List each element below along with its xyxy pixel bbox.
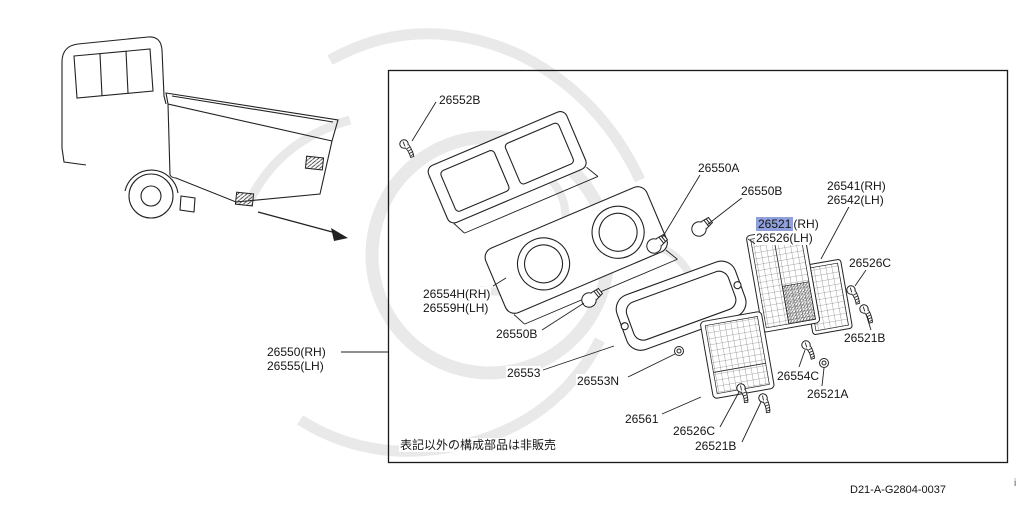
part-label-26555: 26555(LH) (267, 359, 324, 373)
part-label-26521-26526-block: 26521(RH) 26526(LH) (755, 217, 820, 245)
leader-lines (341, 101, 872, 443)
leader-line (661, 396, 702, 415)
washer-icon (819, 358, 829, 368)
housing-bracket (427, 111, 599, 234)
leader-line (865, 313, 872, 331)
leader-line (411, 101, 437, 142)
leader-line (821, 367, 825, 387)
part-label-26521B-bottom: 26521B (694, 439, 738, 453)
truck-sketch (61, 36, 339, 219)
part-label-26541: 26541(RH) (827, 179, 886, 193)
leader-line (719, 391, 740, 428)
part-label-26554H-26559H-block: 26554H(RH) 26559H(LH) (422, 287, 492, 315)
part-label-26521A: 26521A (806, 387, 850, 401)
grommet-icon (674, 346, 684, 356)
leader-line (854, 269, 867, 287)
part-label-26553N: 26553N (576, 374, 621, 388)
leader-line (627, 353, 676, 378)
part-label-26550-26555-block: 26550(RH) 26555(LH) (266, 345, 327, 373)
leader-line (820, 202, 852, 260)
non-sale-note: 表記以外の構成部品は非販売 (399, 438, 558, 452)
part-label-26542: 26542(LH) (827, 193, 884, 207)
part-label-26550: 26550(RH) (267, 345, 326, 359)
page-marker: i (1013, 477, 1018, 491)
leader-line (706, 196, 744, 226)
screw-icon (755, 391, 776, 415)
part-label-26553: 26553 (506, 366, 542, 380)
part-label-26521B-right: 26521B (843, 331, 887, 345)
screw-icon (856, 302, 879, 325)
lamp-housing (484, 186, 678, 325)
part-label-26526: 26526(LH) (756, 231, 813, 245)
parts-box-outline (387, 69, 1009, 464)
part-label-26561: 26561 (624, 412, 660, 426)
main-lens (746, 226, 821, 333)
leader-line (492, 277, 507, 287)
part-label-26550A: 26550A (697, 161, 741, 175)
leader-line (661, 174, 701, 239)
part-label-26554H: 26554H(RH) (423, 287, 491, 301)
bulb-icon (688, 213, 716, 240)
drawing-number: D21-A-G2804-0037 (849, 483, 948, 497)
part-label-26521-suffix: (RH) (793, 217, 819, 231)
part-label-26559H: 26559H(LH) (423, 301, 489, 315)
gasket (615, 260, 747, 351)
part-label-26521-highlighted: 26521 (756, 217, 794, 231)
pointer-arrow (257, 211, 348, 241)
leader-line (542, 345, 615, 371)
part-label-26550B-top: 26550B (740, 184, 784, 198)
tail-lamp-marker (304, 155, 325, 171)
leader-line (741, 401, 762, 443)
leader-line (798, 349, 806, 368)
part-label-26526C-bottom: 26526C (672, 424, 717, 438)
tail-lamp-marker (234, 191, 255, 207)
part-label-26541-26542-block: 26541(RH) 26542(LH) (826, 179, 887, 207)
leader-line (541, 302, 585, 331)
part-label-26526C-right: 26526C (848, 256, 893, 270)
part-label-26554C: 26554C (776, 369, 821, 383)
part-label-26552B: 26552B (438, 93, 482, 107)
part-label-26550B-left: 26550B (495, 327, 539, 341)
